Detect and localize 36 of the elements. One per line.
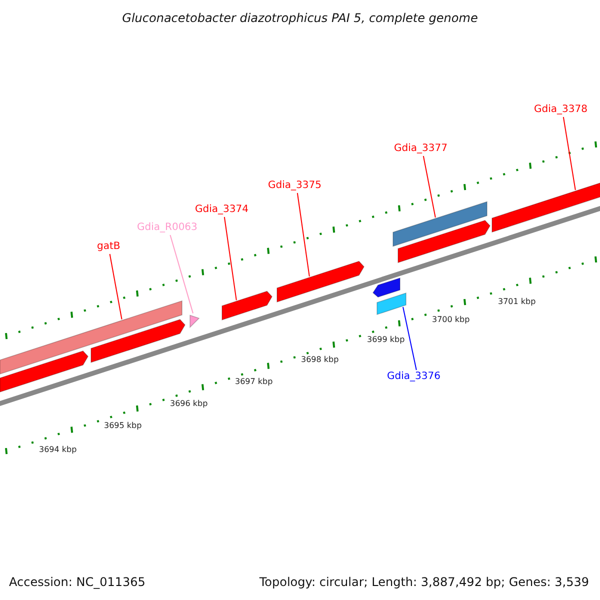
gene-feature xyxy=(398,220,490,264)
gene-label: Gdia_3377 xyxy=(394,143,448,155)
gene-label: Gdia_3378 xyxy=(534,104,588,116)
gene-label: Gdia_R0063 xyxy=(137,222,198,234)
leader-line xyxy=(402,306,417,370)
scale-label: 3699 kbp xyxy=(367,335,405,345)
gene-feature xyxy=(376,292,406,316)
gene-label: Gdia_3376 xyxy=(387,371,440,383)
gene-feature xyxy=(276,260,364,303)
genome-summary-text: Topology: circular; Length: 3,887,492 bp; Genes: 3,539 xyxy=(259,575,589,590)
leader-line xyxy=(562,116,576,190)
gene-label: Gdia_3375 xyxy=(268,180,322,192)
gene-label: Gdia_3374 xyxy=(195,204,248,216)
scale-label: 3695 kbp xyxy=(104,421,142,431)
gene-label: gatB xyxy=(97,241,120,253)
scale-label: 3697 kbp xyxy=(235,377,273,387)
leader-line xyxy=(296,192,310,277)
scale-label: 3700 kbp xyxy=(432,315,470,325)
gene-feature xyxy=(0,350,88,393)
leader-line xyxy=(224,216,237,301)
gene-feature xyxy=(0,300,182,375)
scale-label: 3694 kbp xyxy=(39,445,77,455)
title: Gluconacetobacter diazotrophicus PAI 5, complete genome xyxy=(122,11,478,25)
gene-feature xyxy=(392,201,488,247)
scale-label: 3696 kbp xyxy=(170,399,208,409)
leader-line xyxy=(422,156,436,218)
gene-feature xyxy=(492,182,600,233)
gene-feature xyxy=(372,277,400,298)
leader-line xyxy=(109,254,122,320)
accession-text: Accession: NC_011365 xyxy=(9,575,146,590)
gene-feature xyxy=(90,319,186,363)
scale-label: 3698 kbp xyxy=(301,355,339,365)
gene-feature xyxy=(190,314,200,328)
scale-label: 3701 kbp xyxy=(498,297,536,307)
leader-line xyxy=(170,234,194,314)
gene-feature xyxy=(222,290,272,320)
